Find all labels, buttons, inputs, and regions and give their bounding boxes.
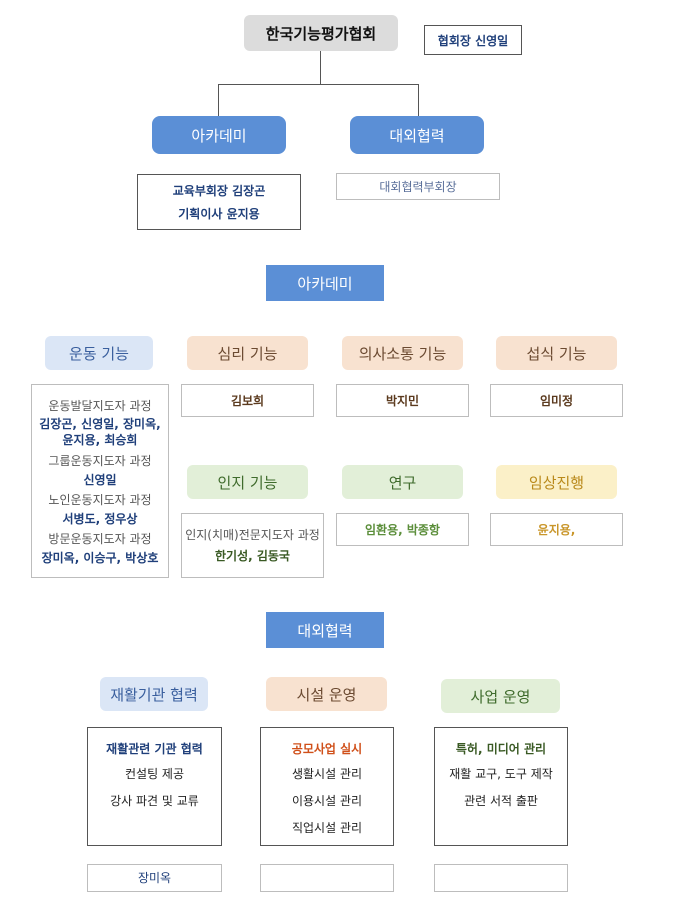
officer-1: 교육부회장 김장곤: [172, 184, 266, 198]
chip-facility-label: 시설 운영: [296, 685, 357, 704]
chip-research-label: 연구: [388, 473, 417, 492]
rehab-item-2: 강사 파견 및 교류: [110, 794, 199, 808]
cognition-members: 한기성, 김동국: [215, 549, 290, 563]
business-item-1: 재활 교구, 도구 제작: [449, 767, 553, 781]
rehab-head: 재활관련 기관 협력: [106, 742, 203, 756]
chip-psych: 심리 기능: [187, 336, 308, 370]
officer-2: 기획이사 윤지용: [178, 207, 260, 221]
chip-eating: 섭식 기능: [496, 336, 617, 370]
rehab-member-box: 장미옥: [87, 864, 222, 892]
clinical-member-box: 윤지용,: [490, 513, 623, 546]
chip-eating-label: 섭식 기능: [526, 344, 587, 363]
org-title: 한국기능평가협회: [265, 24, 377, 43]
eating-member-box: 임미정: [490, 384, 623, 417]
research-member-box: 임환용, 박종항: [336, 513, 469, 546]
external-section-title: 대외협력: [297, 621, 353, 640]
facility-head: 공모사업 실시: [291, 742, 363, 756]
academy-section-title: 아카데미: [297, 274, 353, 293]
external-officer: 대회협력부회장: [379, 180, 457, 194]
chip-business: 사업 운영: [441, 679, 560, 713]
chip-cognition: 인지 기능: [187, 465, 308, 499]
business-member-box: [434, 864, 568, 892]
external-officer-box: 대회협력부회장: [336, 173, 500, 200]
eating-member: 임미정: [539, 394, 574, 408]
comm-member-box: 박지민: [336, 384, 469, 417]
chip-facility: 시설 운영: [266, 677, 387, 711]
exercise-line-8: 방문운동지도자 과정: [48, 532, 152, 546]
chip-exercise-label: 운동 기능: [69, 344, 129, 363]
chip-cognition-label: 인지 기능: [217, 473, 278, 492]
cognition-course: 인지(치매)전문지도자 과정: [185, 528, 320, 542]
connector-left: [218, 84, 219, 117]
chip-business-label: 사업 운영: [470, 687, 531, 706]
connector-right: [418, 84, 419, 117]
branch-academy-label: 아카데미: [191, 126, 247, 145]
research-members: 임환용, 박종항: [365, 523, 440, 537]
rehab-item-1: 컨설팅 제공: [124, 767, 184, 781]
exercise-line-1: 운동발달지도자 과정: [48, 399, 152, 413]
chip-exercise: 운동 기능: [45, 336, 153, 370]
business-detail-box: 특허, 미디어 관리 재활 교구, 도구 제작 관련 서적 출판: [434, 727, 568, 846]
chip-rehab: 재활기관 협력: [100, 677, 208, 711]
branch-external: 대외협력: [350, 116, 484, 154]
chip-clinical: 임상진행: [496, 465, 617, 499]
business-head: 특허, 미디어 관리: [455, 742, 547, 756]
cognition-member-box: 인지(치매)전문지도자 과정 한기성, 김동국: [181, 513, 324, 578]
facility-item-2: 이용시설 관리: [291, 794, 363, 808]
org-title-box: 한국기능평가협회: [244, 15, 398, 51]
president-box: 협회장 신영일: [424, 25, 522, 55]
exercise-line-6: 노인운동지도자 과정: [48, 493, 152, 507]
psych-member: 김보희: [230, 394, 265, 408]
comm-member: 박지민: [385, 394, 420, 408]
chip-comm: 의사소통 기능: [342, 336, 463, 370]
exercise-line-7: 서병도, 정우상: [62, 512, 138, 526]
connector-bar: [218, 84, 419, 85]
branch-academy: 아카데미: [152, 116, 286, 154]
exercise-line-4: 그룹운동지도자 과정: [48, 454, 152, 468]
clinical-members: 윤지용,: [537, 523, 576, 537]
exercise-line-3: 윤지용, 최승희: [62, 433, 138, 447]
business-item-2: 관련 서적 출판: [464, 794, 538, 808]
rehab-member: 장미옥: [137, 871, 172, 885]
rehab-detail-box: 재활관련 기관 협력 컨설팅 제공 강사 파견 및 교류: [87, 727, 222, 846]
chip-psych-label: 심리 기능: [217, 344, 278, 363]
exercise-line-5: 신영일: [83, 473, 117, 487]
chip-rehab-label: 재활기관 협력: [110, 685, 198, 704]
exercise-line-2: 김장곤, 신영일, 장미옥,: [39, 417, 161, 431]
chip-clinical-label: 임상진행: [528, 473, 585, 492]
facility-member-box: [260, 864, 394, 892]
facility-item-1: 생활시설 관리: [291, 767, 363, 781]
exercise-line-9: 장미옥, 이승구, 박상호: [41, 551, 159, 565]
chip-comm-label: 의사소통 기능: [358, 344, 447, 363]
academy-officers-box: 교육부회장 김장곤 기획이사 윤지용: [137, 174, 301, 230]
connector-trunk: [320, 51, 321, 84]
facility-item-3: 직업시설 관리: [291, 821, 363, 835]
chip-research: 연구: [342, 465, 463, 499]
exercise-detail-box: 운동발달지도자 과정 김장곤, 신영일, 장미옥, 윤지용, 최승희 그룹운동지…: [31, 384, 169, 578]
branch-external-label: 대외협력: [389, 126, 445, 145]
president-label: 협회장 신영일: [437, 33, 509, 48]
academy-section-header: 아카데미: [266, 265, 384, 301]
external-section-header: 대외협력: [266, 612, 384, 648]
psych-member-box: 김보희: [181, 384, 314, 417]
facility-detail-box: 공모사업 실시 생활시설 관리 이용시설 관리 직업시설 관리: [260, 727, 394, 846]
